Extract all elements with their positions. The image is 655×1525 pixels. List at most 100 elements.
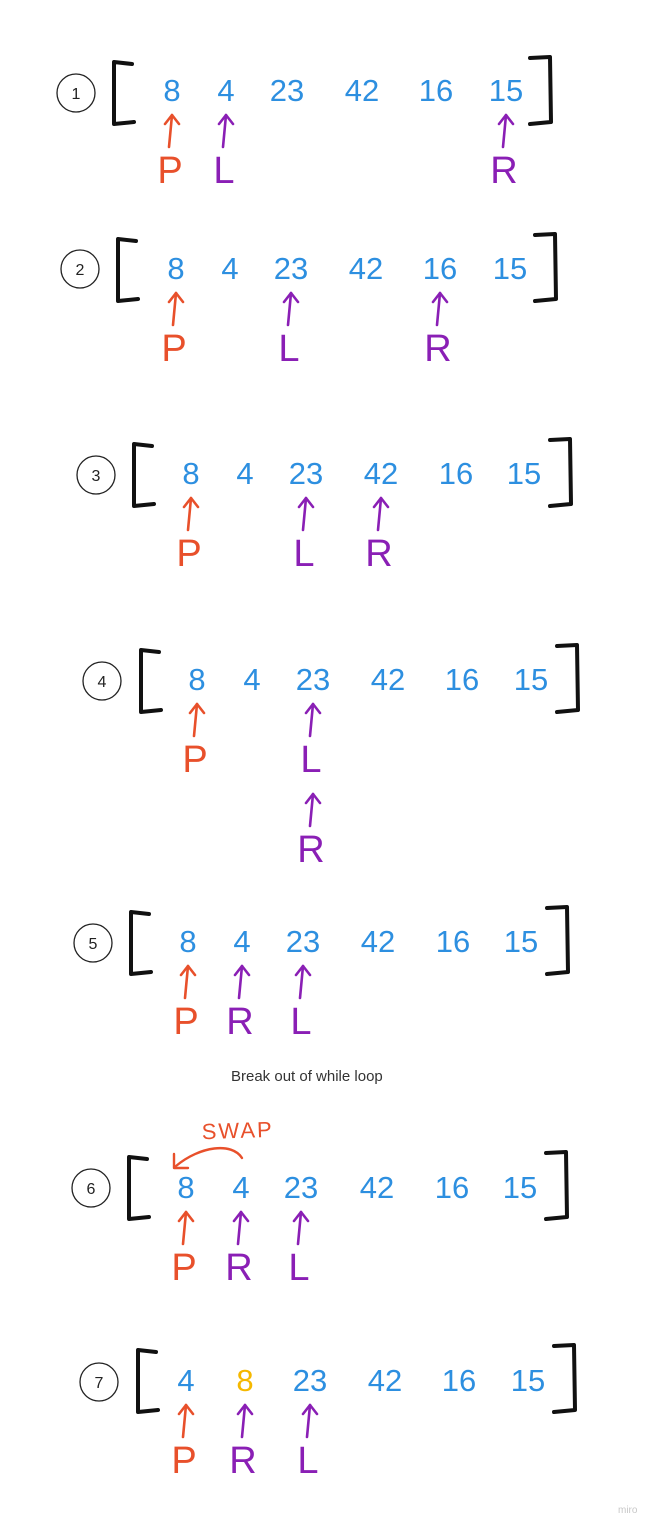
array-value: 16	[442, 1363, 476, 1398]
left-bracket	[116, 237, 140, 303]
swap-arrow	[174, 1146, 244, 1168]
right-bracket	[533, 232, 558, 303]
array-value: 23	[274, 251, 308, 286]
arrow-head	[497, 113, 515, 126]
array-value: 42	[364, 456, 398, 491]
arrow-head	[292, 1210, 310, 1223]
arrow-head	[297, 496, 315, 509]
pointer-label-r: R	[490, 150, 517, 192]
arrow-head	[217, 113, 235, 126]
array-value: 4	[232, 1170, 249, 1205]
array-value: 23	[293, 1363, 327, 1398]
r-arrow	[376, 496, 383, 532]
array-value: 4	[236, 456, 253, 491]
arrow-head	[177, 1210, 195, 1223]
array-value: 16	[419, 73, 453, 108]
r-arrow	[236, 1210, 243, 1246]
array-value: 4	[233, 924, 250, 959]
array-value: 16	[423, 251, 457, 286]
left-bracket	[136, 1348, 160, 1414]
array-value: 8	[236, 1363, 253, 1398]
array-value: 4	[177, 1363, 194, 1398]
right-bracket	[544, 1150, 569, 1221]
pointer-label-p: P	[161, 328, 186, 370]
pointer-label-p: P	[171, 1440, 196, 1482]
array-value: 8	[179, 924, 196, 959]
l-arrow	[221, 113, 228, 149]
arrow-head	[188, 702, 206, 715]
array-value: 42	[360, 1170, 394, 1205]
array-value: 15	[493, 251, 527, 286]
r-arrow	[240, 1403, 247, 1439]
array-value: 4	[243, 662, 260, 697]
array-value: 15	[511, 1363, 545, 1398]
array-value: 15	[503, 1170, 537, 1205]
pointer-label-p: P	[171, 1247, 196, 1289]
p-arrow	[167, 113, 174, 149]
arrow-head	[179, 964, 197, 977]
arrow-head	[372, 496, 390, 509]
l-arrow	[305, 1403, 312, 1439]
p-arrow	[186, 496, 193, 532]
array-value: 8	[188, 662, 205, 697]
step-number: 7	[95, 1375, 104, 1392]
arrow-head	[294, 964, 312, 977]
step-circle	[82, 661, 122, 701]
array-value: 8	[163, 73, 180, 108]
pointer-label-l: L	[288, 1247, 309, 1289]
l-arrow	[308, 702, 315, 738]
arrow-head	[301, 1403, 319, 1416]
array-value: 16	[436, 924, 470, 959]
array-value: 42	[371, 662, 405, 697]
step-number: 4	[98, 674, 107, 691]
array-value: 42	[361, 924, 395, 959]
right-bracket	[548, 437, 573, 508]
array-value: 23	[284, 1170, 318, 1205]
pointer-label-r: R	[225, 1247, 252, 1289]
l-arrow	[301, 496, 308, 532]
pointer-label-r: R	[424, 328, 451, 370]
right-bracket	[552, 1343, 577, 1414]
right-bracket	[545, 905, 570, 976]
l-arrow	[298, 964, 305, 1000]
pointer-label-l: L	[213, 150, 234, 192]
r-arrow	[237, 964, 244, 1000]
step-circle	[71, 1168, 111, 1208]
step-circle	[79, 1362, 119, 1402]
step-number: 2	[76, 262, 85, 279]
array-value: 4	[217, 73, 234, 108]
arrow-head	[304, 792, 322, 805]
array-value: 15	[507, 456, 541, 491]
array-value: 16	[445, 662, 479, 697]
pointer-label-r: R	[226, 1001, 253, 1043]
step-circle	[60, 249, 100, 289]
right-bracket	[528, 55, 553, 126]
right-bracket	[555, 643, 580, 714]
left-bracket	[112, 60, 136, 126]
array-value: 15	[504, 924, 538, 959]
left-bracket	[139, 648, 163, 714]
arrow-head	[233, 964, 251, 977]
pointer-label-l: L	[290, 1001, 311, 1043]
arrow-head	[236, 1403, 254, 1416]
array-value: 15	[489, 73, 523, 108]
array-value: 23	[296, 662, 330, 697]
r-arrow	[308, 792, 315, 828]
pointer-label-l: L	[300, 739, 321, 781]
left-bracket	[132, 442, 156, 508]
pointer-label-l: L	[293, 533, 314, 575]
step-circle	[76, 455, 116, 495]
step-number: 6	[87, 1181, 96, 1198]
array-value: 15	[514, 662, 548, 697]
array-value: 16	[439, 456, 473, 491]
r-arrow	[435, 291, 442, 327]
arrow-head	[282, 291, 300, 304]
pointer-label-p: P	[176, 533, 201, 575]
array-value: 4	[221, 251, 238, 286]
array-value: 42	[349, 251, 383, 286]
swap-arrow-head	[172, 1152, 190, 1170]
